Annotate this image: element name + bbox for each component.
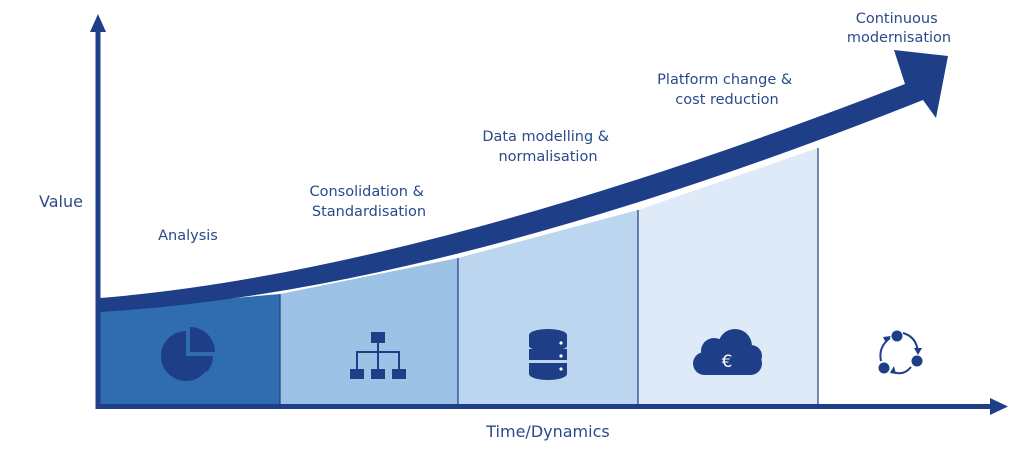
pie-chart-icon [161, 327, 215, 381]
y-axis-label: Value [39, 192, 83, 211]
stage-label-data-modelling: Data modelling & normalisation [482, 129, 613, 165]
org-chart-icon [350, 332, 406, 379]
stage-label-analysis: Analysis [158, 228, 218, 244]
x-axis-line [95, 404, 994, 409]
stage-panel-platform-change [638, 148, 818, 404]
stage-label-consolidation: Consolidation & Standardisation [309, 184, 428, 220]
stage-panel-data-modelling [458, 210, 638, 404]
stage-label-platform-change: Platform change & cost reduction [657, 72, 797, 108]
stage-label-continuous: Continuous modernisation [847, 11, 951, 46]
y-axis-line [95, 30, 101, 409]
cycle-icon [878, 330, 923, 375]
x-axis-arrowhead [990, 398, 1008, 415]
stage-panel-consolidation [280, 258, 458, 404]
cloud-euro-icon: € [693, 329, 762, 375]
euro-symbol: € [722, 352, 733, 372]
y-axis-arrowhead [90, 14, 106, 32]
x-axis-label: Time/Dynamics [485, 422, 609, 441]
database-icon [529, 329, 567, 380]
